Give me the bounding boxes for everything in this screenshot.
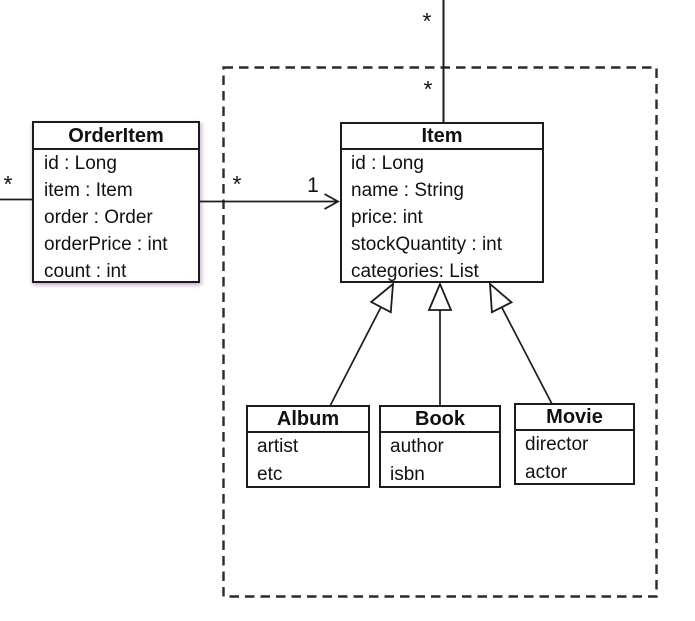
- generalization-line-movie: [500, 306, 553, 405]
- multiplicity-label-left-outer: *: [3, 171, 13, 197]
- generalization-triangle-book: [427, 281, 453, 311]
- attribute-row: categories: List: [351, 261, 479, 282]
- class-title-item: Item: [342, 124, 542, 150]
- attribute-row: artist: [257, 436, 299, 457]
- attribute-row: director: [525, 434, 589, 455]
- class-box-book: Book author isbn: [379, 405, 501, 488]
- attribute-compartment: director actor: [516, 431, 633, 487]
- multiplicity-label-orderitem-side: *: [232, 171, 242, 197]
- attribute-row: order : Order: [44, 207, 153, 228]
- generalization-line-album: [329, 306, 382, 407]
- attribute-row: name : String: [351, 180, 464, 201]
- class-box-orderitem: OrderItem id : Long item : Item order : …: [32, 121, 200, 283]
- multiplicity-label-item-side: 1: [307, 174, 319, 197]
- attribute-row: count : int: [44, 261, 127, 282]
- attribute-row: price: int: [351, 207, 423, 228]
- attribute-row: stockQuantity : int: [351, 234, 503, 255]
- generalization-triangle-album: [369, 281, 395, 314]
- attribute-compartment: id : Long item : Item order : Order orde…: [34, 150, 198, 285]
- attribute-row: author: [390, 436, 444, 457]
- attribute-compartment: id : Long name : String price: int stock…: [342, 150, 542, 285]
- attribute-row: id : Long: [44, 153, 117, 174]
- class-title-orderitem: OrderItem: [34, 123, 198, 150]
- multiplicity-label-top-inner: *: [423, 76, 433, 102]
- attribute-compartment: artist etc: [248, 433, 368, 489]
- generalization-triangle-movie: [488, 281, 514, 314]
- class-box-album: Album artist etc: [246, 405, 370, 488]
- class-title-book: Book: [381, 407, 499, 433]
- class-title-album: Album: [248, 407, 368, 433]
- attribute-row: item : Item: [44, 180, 133, 201]
- class-box-movie: Movie director actor: [514, 403, 635, 485]
- attribute-row: id : Long: [351, 153, 424, 174]
- class-box-item: Item id : Long name : String price: int …: [340, 122, 544, 283]
- class-title-movie: Movie: [516, 405, 633, 431]
- attribute-compartment: author isbn: [381, 433, 499, 489]
- open-arrowhead-icon: [324, 193, 340, 210]
- attribute-row: actor: [525, 462, 568, 483]
- multiplicity-label-top-outer: *: [422, 8, 432, 34]
- attribute-row: etc: [257, 464, 283, 485]
- attribute-row: orderPrice : int: [44, 234, 168, 255]
- attribute-row: isbn: [390, 464, 425, 485]
